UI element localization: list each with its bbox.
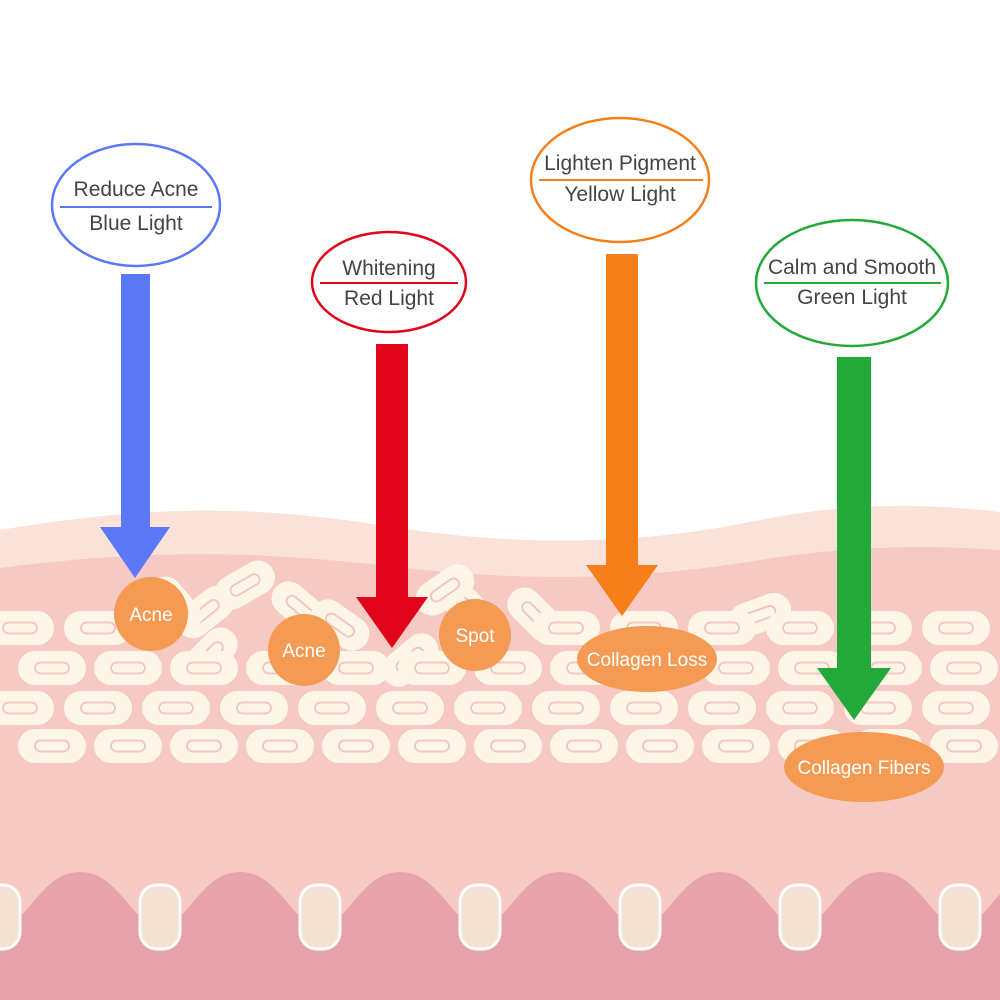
skin-cell <box>322 729 390 763</box>
skin-cell <box>310 599 370 651</box>
skin-cell <box>550 729 618 763</box>
blue-light-bubble: Reduce Acne Blue Light <box>50 142 222 268</box>
skin-cell <box>376 691 444 725</box>
green-light-effect: Calm and Smooth <box>768 256 936 279</box>
skin-cell <box>64 691 132 725</box>
red-light-effect: Whitening <box>342 257 435 280</box>
skin-spots: Acne Acne Spot Collagen Loss Collagen Fi… <box>114 577 944 802</box>
collagen-loss-spot: Collagen Loss <box>577 626 717 692</box>
fat-cell <box>458 883 502 951</box>
skin-cell <box>0 611 54 645</box>
skin-cell <box>454 691 522 725</box>
skin-cell <box>922 691 990 725</box>
yellow-light-arrow <box>586 254 658 616</box>
acne-spot-label: Acne <box>282 641 325 662</box>
skin-cell <box>415 564 475 616</box>
fat-cell <box>138 883 182 951</box>
pigment-spot: Spot <box>439 599 511 671</box>
skin-cell <box>0 691 54 725</box>
blue-light-arrow <box>100 274 170 578</box>
skin-cell <box>688 691 756 725</box>
skin-cell <box>18 651 86 685</box>
skin-cell <box>94 651 162 685</box>
light-bubbles: Reduce Acne Blue Light Whitening Red Lig… <box>50 116 950 348</box>
skin-cell <box>170 651 238 685</box>
green-light-bubble: Calm and Smooth Green Light <box>754 218 950 348</box>
yellow-light-effect: Lighten Pigment <box>544 152 696 175</box>
blue-light-label: Blue Light <box>89 212 183 235</box>
skin-cell <box>930 651 998 685</box>
skin-cell <box>398 729 466 763</box>
collagen-fibers-label: Collagen Fibers <box>797 758 930 779</box>
red-light-arrow <box>356 344 428 648</box>
green-light-label: Green Light <box>797 286 907 309</box>
skin-cell <box>702 729 770 763</box>
skin-cell <box>298 691 366 725</box>
skin-cell <box>142 691 210 725</box>
fat-cell <box>298 883 342 951</box>
skin-cell <box>220 691 288 725</box>
red-light-bubble: Whitening Red Light <box>310 230 468 334</box>
skin-cell <box>322 651 390 685</box>
skin-cell <box>702 651 770 685</box>
acne-spot-label: Acne <box>129 605 172 626</box>
skin-cell <box>930 729 998 763</box>
skin-cell <box>766 611 834 645</box>
skin-cell <box>610 691 678 725</box>
red-light-label: Red Light <box>344 287 434 310</box>
collagen-loss-label: Collagen Loss <box>587 650 707 671</box>
skin-cell <box>94 729 162 763</box>
subcutaneous-layer <box>0 872 1000 1000</box>
fat-cell <box>938 883 982 951</box>
skin-cell <box>532 691 600 725</box>
green-light-arrow <box>817 357 891 720</box>
skin-cell <box>18 729 86 763</box>
yellow-light-bubble: Lighten Pigment Yellow Light <box>529 116 711 244</box>
skin-cell <box>246 729 314 763</box>
light-arrows <box>100 254 891 720</box>
skin-cell <box>532 611 600 645</box>
fat-cell <box>618 883 662 951</box>
acne-spot: Acne <box>114 577 188 651</box>
skin-cell <box>626 729 694 763</box>
fat-cell <box>0 883 22 951</box>
fat-cell <box>778 883 822 951</box>
fat-cells <box>0 883 982 951</box>
acne-spot: Acne <box>268 614 340 686</box>
skin-cell <box>922 611 990 645</box>
blue-light-effect: Reduce Acne <box>74 178 199 201</box>
skin-cell <box>688 611 756 645</box>
yellow-light-label: Yellow Light <box>564 183 675 206</box>
collagen-fibers-spot: Collagen Fibers <box>784 732 944 802</box>
pigment-spot-label: Spot <box>455 626 495 647</box>
skin-cell <box>474 729 542 763</box>
skin-cell <box>170 729 238 763</box>
skin-cell <box>766 691 834 725</box>
